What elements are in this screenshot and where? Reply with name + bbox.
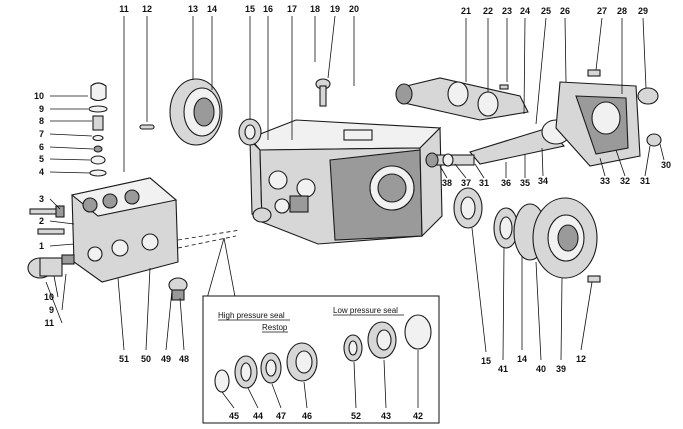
callout-27: 27 bbox=[597, 6, 607, 16]
callout-3: 3 bbox=[39, 194, 44, 204]
low-pressure-seal-label: Low pressure seal bbox=[333, 306, 398, 315]
restop-label: Restop bbox=[262, 323, 288, 332]
callout-6: 6 bbox=[39, 142, 44, 152]
seal-detail-inset: High pressure seal Restop Low pressure s… bbox=[202, 295, 440, 424]
callout-48: 48 bbox=[179, 354, 189, 364]
callout-15: 15 bbox=[245, 4, 255, 14]
callout-49: 49 bbox=[161, 354, 171, 364]
callout-41: 41 bbox=[498, 364, 508, 374]
callout-30: 30 bbox=[661, 160, 671, 170]
rear-cover bbox=[555, 69, 662, 167]
callout-9-lower: 9 bbox=[49, 305, 54, 315]
callout-2: 2 bbox=[39, 216, 44, 226]
callout-36: 36 bbox=[501, 178, 511, 188]
callout-numbers-bottom: 51 50 49 48 15 41 14 40 39 12 bbox=[119, 354, 586, 374]
callout-22: 22 bbox=[483, 6, 493, 16]
pin-12 bbox=[139, 124, 155, 130]
callout-45: 45 bbox=[229, 411, 239, 421]
connecting-rod bbox=[425, 119, 571, 168]
callout-12: 12 bbox=[142, 4, 152, 14]
callout-39: 39 bbox=[556, 364, 566, 374]
callout-38: 38 bbox=[442, 178, 452, 188]
callout-28: 28 bbox=[617, 6, 627, 16]
callout-44: 44 bbox=[253, 411, 263, 421]
callout-9: 9 bbox=[39, 104, 44, 114]
callout-10-lower: 10 bbox=[44, 292, 54, 302]
callout-4: 4 bbox=[39, 167, 44, 177]
callout-51: 51 bbox=[119, 354, 129, 364]
callout-15-bottom: 15 bbox=[481, 356, 491, 366]
callout-21: 21 bbox=[461, 6, 471, 16]
callout-23: 23 bbox=[502, 6, 512, 16]
seal-housing-top bbox=[169, 78, 223, 146]
callout-50: 50 bbox=[141, 354, 151, 364]
oil-cap bbox=[315, 78, 331, 107]
leader-lines bbox=[45, 15, 665, 409]
callout-42: 42 bbox=[413, 411, 423, 421]
callout-32: 32 bbox=[620, 176, 630, 186]
callout-5: 5 bbox=[39, 154, 44, 164]
callout-46: 46 bbox=[302, 411, 312, 421]
high-pressure-seal-label: High pressure seal bbox=[218, 311, 285, 320]
callout-11-lower: 11 bbox=[44, 318, 54, 328]
callout-25: 25 bbox=[541, 6, 551, 16]
callout-14: 14 bbox=[207, 4, 217, 14]
callout-19: 19 bbox=[330, 4, 340, 14]
bearing-cover bbox=[493, 197, 601, 283]
callout-47: 47 bbox=[276, 411, 286, 421]
callout-31: 31 bbox=[479, 178, 489, 188]
callout-16: 16 bbox=[263, 4, 273, 14]
callout-14-bottom: 14 bbox=[517, 354, 527, 364]
callout-8: 8 bbox=[39, 116, 44, 126]
callout-18: 18 bbox=[310, 4, 320, 14]
callout-10: 10 bbox=[34, 91, 44, 101]
plugs-bottom bbox=[168, 277, 188, 301]
callout-43: 43 bbox=[381, 411, 391, 421]
callout-17: 17 bbox=[287, 4, 297, 14]
crankcase bbox=[249, 119, 443, 245]
callout-7: 7 bbox=[39, 129, 44, 139]
callout-40: 40 bbox=[536, 364, 546, 374]
bolts-left bbox=[29, 205, 65, 235]
callout-numbers-top: 11 12 13 14 15 16 17 18 19 20 21 22 23 2… bbox=[119, 4, 648, 16]
callout-1: 1 bbox=[39, 241, 44, 251]
seal-15-top bbox=[238, 118, 262, 146]
callout-numbers-right: 38 37 31 36 35 34 33 32 31 30 bbox=[442, 160, 671, 188]
plug-assembly bbox=[27, 254, 75, 279]
manifold-head bbox=[70, 177, 179, 283]
callout-12-bottom: 12 bbox=[576, 354, 586, 364]
callout-31-right: 31 bbox=[640, 176, 650, 186]
valve-stack bbox=[88, 82, 108, 177]
callout-37: 37 bbox=[461, 178, 471, 188]
bearing-37 bbox=[453, 187, 483, 229]
crankshaft bbox=[395, 77, 529, 121]
callout-20: 20 bbox=[349, 4, 359, 14]
callout-11: 11 bbox=[119, 4, 129, 14]
callout-numbers-left: 10 9 8 7 6 5 4 3 2 1 10 9 11 bbox=[34, 91, 54, 328]
callout-24: 24 bbox=[520, 6, 530, 16]
callout-52: 52 bbox=[351, 411, 361, 421]
callout-29: 29 bbox=[638, 6, 648, 16]
callout-34: 34 bbox=[538, 176, 548, 186]
callout-numbers-inset: 45 44 47 46 52 43 42 bbox=[229, 411, 423, 421]
callout-13: 13 bbox=[188, 4, 198, 14]
callout-26: 26 bbox=[560, 6, 570, 16]
callout-33: 33 bbox=[600, 176, 610, 186]
callout-35: 35 bbox=[520, 178, 530, 188]
